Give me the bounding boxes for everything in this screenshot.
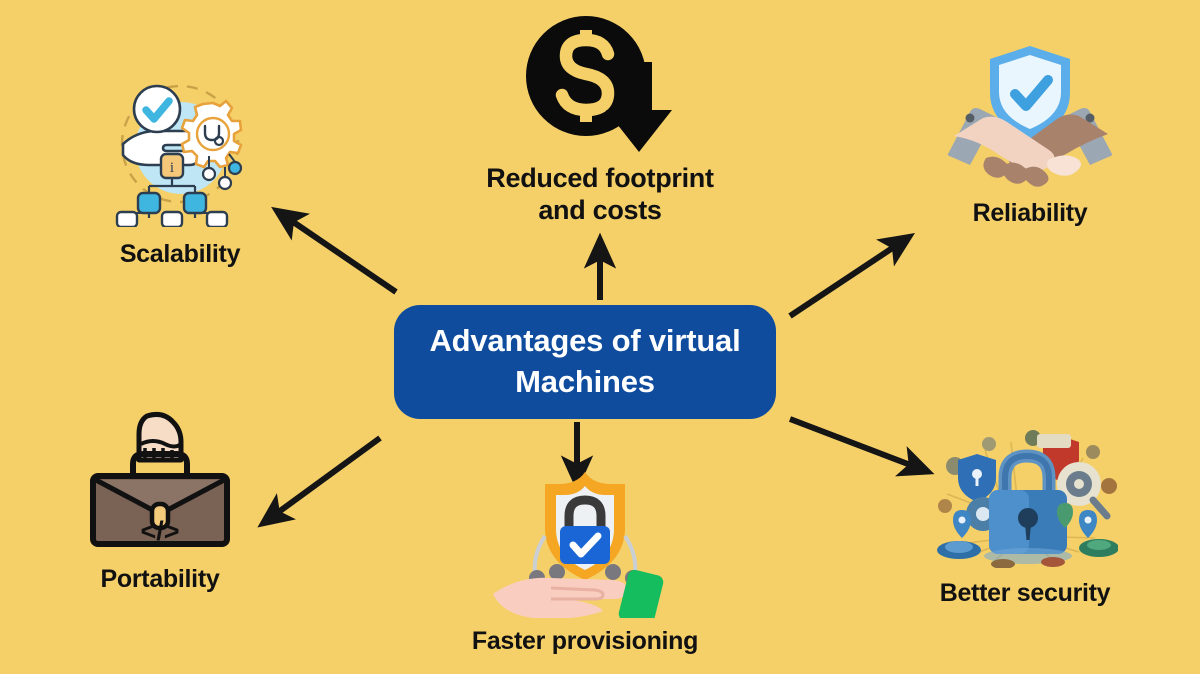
node-label-reduced-footprint: Reduced footprint and costs: [486, 163, 714, 227]
node-better-security[interactable]: Better security: [905, 428, 1145, 609]
handshake-shield-check-icon: [940, 38, 1120, 193]
dollar-circle-down-arrow-icon: [520, 14, 680, 159]
briefcase-code-hand-icon: </>: [85, 410, 235, 555]
scalability-network-gear-hand-icon: i: [105, 82, 255, 232]
node-reliability[interactable]: Reliability: [915, 38, 1145, 229]
node-faster-provisioning[interactable]: Faster provisioning: [440, 466, 730, 657]
node-label-reduced-line1: Reduced footprint: [486, 163, 714, 193]
node-label-reliability: Reliability: [972, 199, 1088, 227]
node-label-better-security: Better security: [939, 579, 1111, 607]
arrow-to-reliability: [788, 233, 915, 319]
node-portability[interactable]: </> Portability: [50, 410, 270, 595]
center-node-advantages[interactable]: Advantages of virtual Machines: [394, 305, 776, 419]
node-label-faster-provisioning: Faster provisioning: [471, 627, 699, 655]
svg-text:i: i: [170, 160, 174, 176]
node-scalability[interactable]: i Scalability: [60, 82, 300, 270]
shield-lock-hand-icon: [485, 466, 685, 627]
arrow-to-better-security: [788, 416, 935, 477]
node-label-reduced-line2: and costs: [538, 194, 662, 225]
svg-text:</>: </>: [140, 516, 179, 546]
arrow-to-portability: [257, 435, 382, 528]
node-label-portability: Portability: [100, 565, 220, 593]
padlock-network-security-icon: [933, 428, 1119, 573]
center-node-label: Advantages of virtual Machines: [429, 323, 741, 399]
node-label-scalability: Scalability: [119, 240, 241, 268]
node-reduced-footprint-and-costs[interactable]: Reduced footprint and costs: [440, 14, 760, 227]
